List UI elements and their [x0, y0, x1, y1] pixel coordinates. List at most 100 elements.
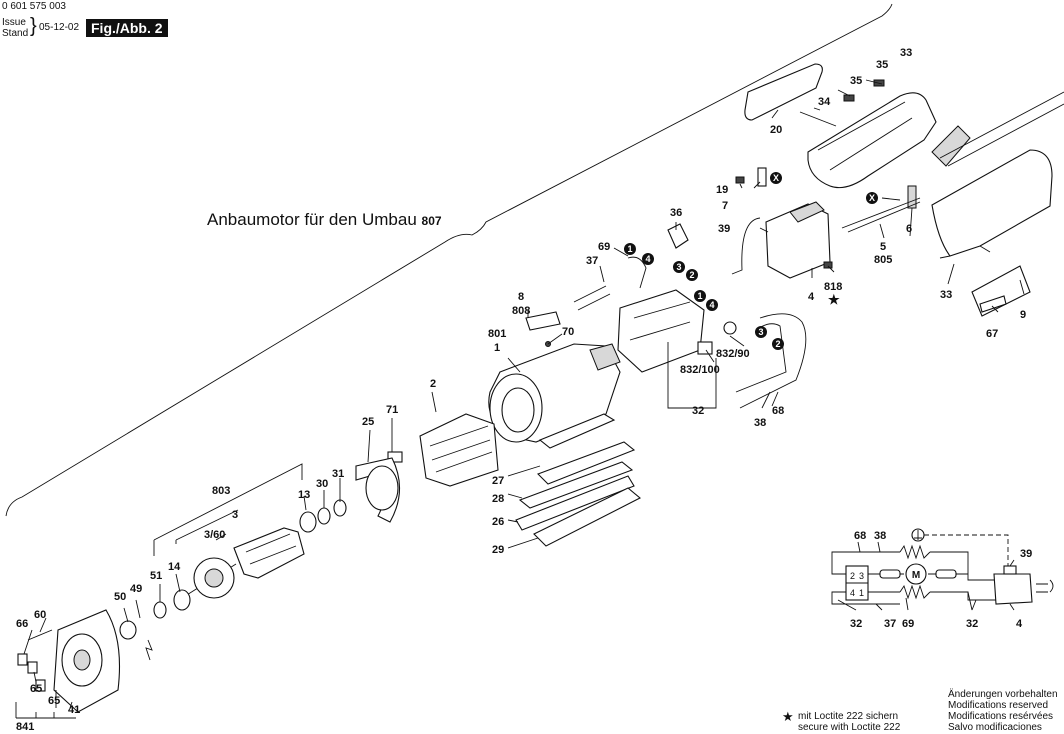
svg-text:1: 1 — [859, 588, 864, 598]
label-51: 51 — [150, 570, 162, 582]
label-7: 7 — [722, 200, 728, 212]
part-50-washer — [119, 620, 137, 640]
choke-left — [879, 569, 901, 579]
svg-text:4: 4 — [645, 254, 650, 264]
wiring-label-37: 37 — [884, 618, 896, 630]
label-67: 67 — [986, 328, 998, 340]
part-65-sleeve — [35, 679, 46, 692]
label-6: 6 — [906, 223, 912, 235]
part-832-100-terminal — [697, 341, 713, 355]
diagram-title-code: 807 — [421, 214, 442, 228]
part-67-plate — [979, 295, 1007, 313]
label-33: 33 — [940, 289, 952, 301]
label-20: 20 — [770, 124, 782, 136]
callout-1: 1 — [694, 290, 706, 302]
label-30: 30 — [316, 478, 328, 490]
part-2-field-coil — [419, 413, 499, 487]
label-60: 60 — [34, 609, 46, 621]
label-818: 818 — [824, 281, 842, 293]
part-49-ring — [153, 601, 167, 619]
resistor-bottom — [899, 584, 931, 600]
label-33: 33 — [900, 47, 912, 59]
label-13: 13 — [298, 489, 310, 501]
choke-right — [935, 569, 957, 579]
part-69-cable — [627, 256, 647, 289]
label-35: 35 — [850, 75, 862, 87]
modifications-de: Änderungen vorbehalten — [948, 689, 1058, 700]
diagram-title-text: Anbaumotor für den Umbau — [207, 210, 417, 229]
modifications-es: Salvo modificaciones — [948, 722, 1042, 733]
part-7-clip — [757, 167, 767, 187]
label-26: 26 — [492, 516, 504, 528]
part-8-plate — [525, 311, 561, 331]
star-icon: ★ — [782, 709, 794, 724]
label-71: 71 — [386, 404, 398, 416]
label-9: 9 — [1020, 309, 1026, 321]
label-841: 841 — [16, 721, 34, 733]
label-3: 3 — [232, 509, 238, 521]
callout-3: 3 — [755, 326, 767, 338]
label-41: 41 — [68, 704, 80, 716]
svg-text:1: 1 — [697, 291, 702, 301]
part-31-ring — [333, 499, 347, 517]
label-8: 8 — [518, 291, 524, 303]
part-71-clip — [387, 451, 403, 463]
callout-1: 1 — [624, 243, 636, 255]
label-3-60: 3/60 — [204, 529, 225, 541]
part-38-cable — [739, 313, 807, 409]
part-30-ring — [317, 507, 331, 525]
part-6-sleeve — [907, 185, 917, 209]
callout-4: 4 — [642, 253, 654, 265]
label-25: 25 — [362, 416, 374, 428]
label-31: 31 — [332, 468, 344, 480]
label-35: 35 — [876, 59, 888, 71]
callout-3: 3 — [673, 261, 685, 273]
callout-4: 4 — [706, 299, 718, 311]
part-13-bearing — [299, 511, 317, 533]
part-33-rear-cover — [931, 149, 1053, 257]
label-832-90: 832/90 — [716, 348, 750, 360]
wiring-label-32: 32 — [966, 618, 978, 630]
svg-text:2: 2 — [775, 339, 780, 349]
label-803: 803 — [212, 485, 230, 497]
svg-text:M: M — [912, 570, 920, 581]
part-65-sleeve — [27, 661, 38, 674]
switch-symbol — [993, 573, 1033, 605]
issue-label: Issue — [2, 17, 26, 28]
label-32: 32 — [692, 405, 704, 417]
callout-x: X — [866, 192, 878, 204]
stand-label: Stand — [2, 28, 29, 39]
svg-text:3: 3 — [859, 571, 864, 581]
label-805: 805 — [874, 254, 892, 266]
label-65: 65 — [30, 683, 42, 695]
label-801: 801 — [488, 328, 506, 340]
wiring-label-68: 68 — [854, 530, 866, 542]
label-37: 37 — [586, 255, 598, 267]
bracket-803 — [153, 463, 303, 556]
bracket-32 — [667, 342, 717, 409]
part-19-screw — [735, 176, 745, 184]
part-832-90-spring — [723, 321, 737, 335]
label-28: 28 — [492, 493, 504, 505]
part-60-screw — [27, 629, 53, 641]
svg-text:3: 3 — [676, 262, 681, 272]
svg-text:4: 4 — [850, 588, 855, 598]
label-4: 4 — [808, 291, 815, 303]
label-70: 70 — [562, 326, 574, 338]
part-818-screw — [823, 261, 833, 269]
svg-text:4: 4 — [709, 300, 714, 310]
label-69: 69 — [598, 241, 610, 253]
part-5-cable — [841, 197, 921, 233]
wiring-label-4: 4 — [1016, 618, 1023, 630]
label-65: 65 — [48, 695, 60, 707]
label-808: 808 — [512, 305, 530, 317]
callout-2: 2 — [686, 269, 698, 281]
figure-label: Fig./Abb. 2 — [86, 19, 168, 37]
callout-2: 2 — [772, 338, 784, 350]
part-number: 0 601 575 003 — [2, 1, 66, 12]
part-3-armature — [233, 527, 305, 579]
svg-text:1: 1 — [627, 244, 632, 254]
part-34-screw — [799, 111, 837, 127]
wiring-label-32: 32 — [850, 618, 862, 630]
